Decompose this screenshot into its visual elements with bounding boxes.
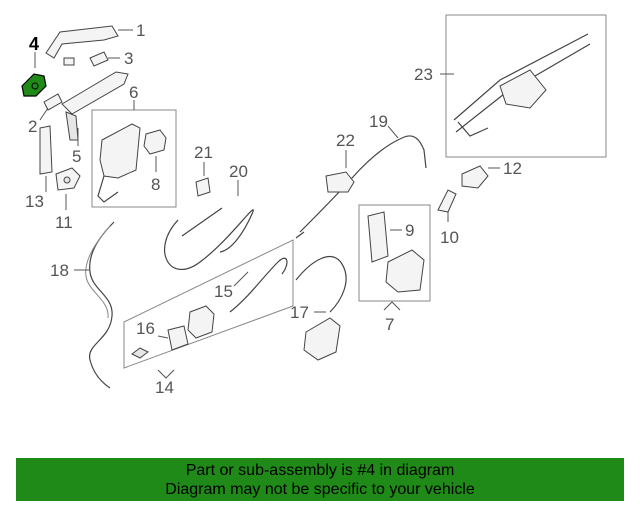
part-8-actuator — [143, 129, 167, 155]
part-4-highlighted — [21, 73, 47, 97]
part-22-handle-bracket — [325, 171, 355, 193]
callout-9: 9 — [405, 221, 414, 240]
callout-6: 6 — [129, 83, 138, 102]
group-box-7 — [358, 204, 431, 302]
part-23-motor — [499, 69, 547, 109]
part-20-cable-end — [181, 207, 223, 237]
group-box-23 — [445, 14, 607, 158]
part-17-latch — [303, 317, 341, 361]
part-12-handle-cover — [461, 165, 489, 189]
leader-2 — [39, 107, 49, 121]
leader-7 — [383, 301, 401, 311]
part-11-hole — [63, 176, 71, 184]
callout-16: 16 — [136, 319, 155, 338]
notice-banner: Part or sub-assembly is #4 in diagram Di… — [16, 458, 624, 501]
part-18-cable — [89, 221, 115, 389]
part-3 — [89, 51, 109, 67]
callout-20: 20 — [229, 162, 248, 181]
callout-7: 7 — [385, 315, 394, 334]
part-7-latch — [385, 249, 425, 293]
notice-line-1: Part or sub-assembly is #4 in diagram — [185, 462, 455, 479]
part-20-cable — [164, 209, 254, 270]
part-1-outer-handle — [45, 25, 119, 59]
part-14-bolt — [131, 347, 149, 359]
part-14-latch — [187, 305, 215, 339]
part-15-cable — [229, 257, 288, 313]
part-2-gasket — [43, 93, 63, 111]
callout-2: 2 — [28, 117, 37, 136]
part-5-bracket — [65, 111, 79, 141]
part-23-regulator-rail — [453, 33, 589, 121]
callout-4[interactable]: 4 — [29, 34, 39, 54]
callout-15: 15 — [214, 282, 233, 301]
leader-19 — [387, 125, 399, 139]
part-21-clip — [195, 177, 211, 197]
group-box-14 — [123, 239, 294, 369]
leader-16 — [157, 335, 169, 339]
part-19-cable — [299, 135, 427, 233]
part-13-seal — [39, 125, 53, 175]
part-17-cable — [295, 255, 347, 313]
part-5-handle-frame — [61, 71, 129, 115]
callout-12: 12 — [503, 159, 522, 178]
callout-10: 10 — [440, 228, 459, 247]
part-9-bracket — [367, 211, 389, 263]
callout-14: 14 — [155, 378, 174, 397]
callout-17: 17 — [290, 303, 309, 322]
part-23-cable — [457, 121, 489, 137]
callout-18: 18 — [50, 261, 69, 280]
parts-diagram: 1 3 4 2 5 6 8 13 11 21 20 18 15 16 14 17… — [21, 14, 607, 397]
leader-14 — [157, 369, 175, 379]
callout-11: 11 — [55, 213, 73, 232]
callout-21: 21 — [194, 143, 213, 162]
part-4-hole — [31, 82, 39, 90]
part-18-cable-sheath — [85, 225, 111, 319]
part-16-striker — [167, 325, 189, 351]
callout-19: 19 — [369, 112, 388, 131]
leader-15 — [233, 271, 249, 287]
callout-22: 22 — [336, 131, 355, 150]
notice-line-2: Diagram may not be specific to your vehi… — [165, 481, 475, 498]
part-10-bracket — [437, 189, 457, 213]
callout-1: 1 — [136, 21, 145, 40]
callout-23: 23 — [414, 65, 433, 84]
part-19-cable-low — [295, 231, 305, 239]
callout-13: 13 — [25, 192, 44, 211]
callout-5: 5 — [72, 147, 81, 166]
part-6-lock-assembly — [99, 123, 141, 179]
part-6-rod — [97, 175, 119, 203]
part-3-cap — [63, 57, 75, 66]
callout-8: 8 — [151, 175, 160, 194]
callout-3: 3 — [124, 49, 133, 68]
